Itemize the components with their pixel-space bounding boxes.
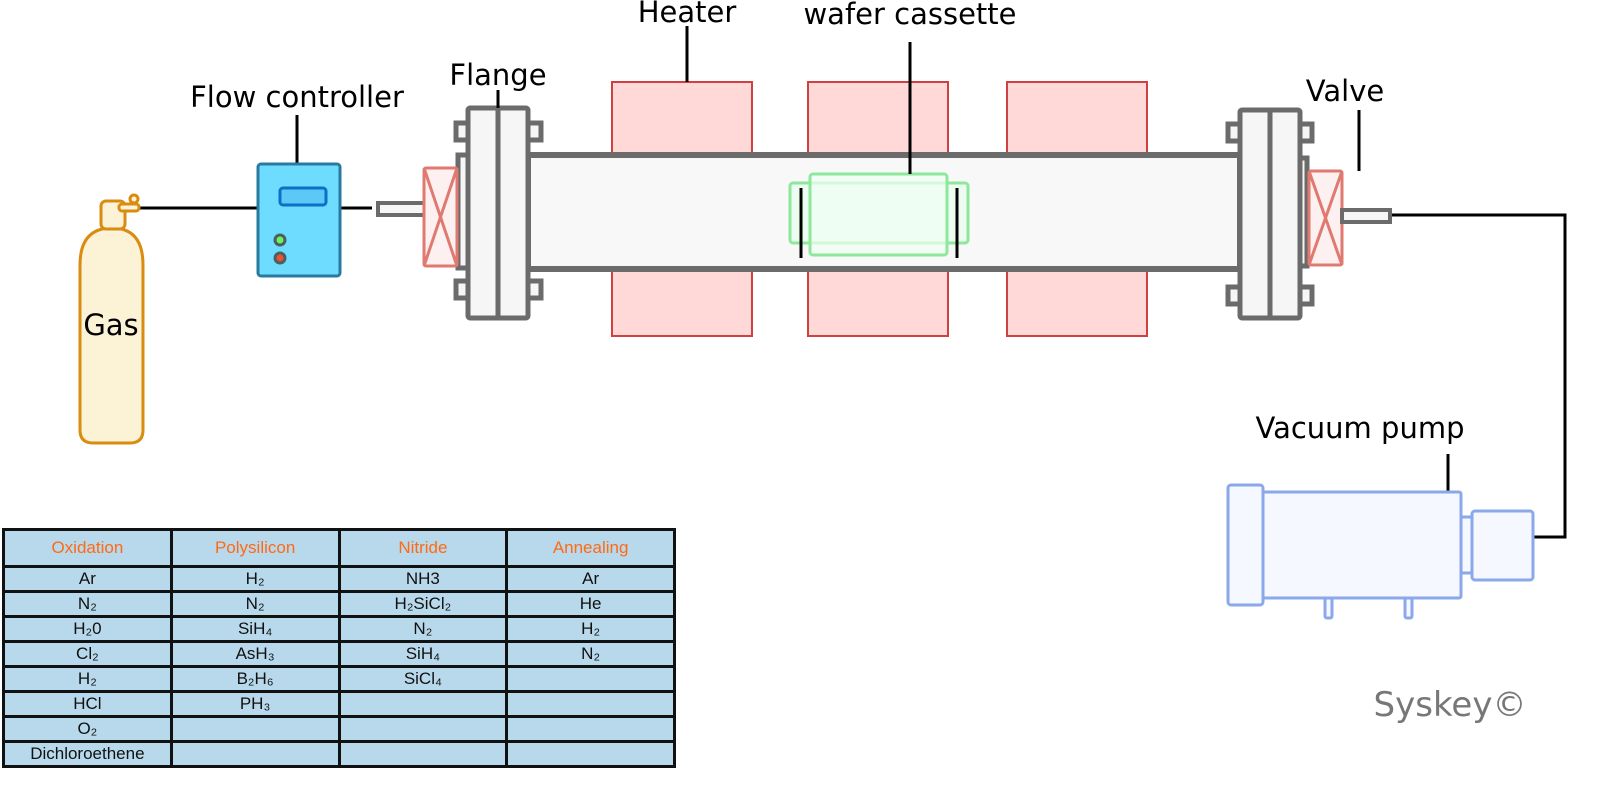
table-cell: SiCl₄ xyxy=(337,665,509,693)
table-cell: O₂ xyxy=(2,715,173,743)
table-cell: N₂ xyxy=(337,615,509,643)
table-cell: NH3 xyxy=(337,565,509,593)
table-cell: Ar xyxy=(505,565,676,593)
table-cell xyxy=(337,740,509,768)
table-cell: H₂SiCl₂ xyxy=(337,590,509,618)
flow-controller xyxy=(256,162,342,278)
column-header: Nitride xyxy=(337,528,509,568)
vacuum-pump-label: Vacuum pump xyxy=(1256,411,1465,445)
vacuum-pump xyxy=(1226,483,1535,620)
table-cell: HCl xyxy=(2,690,173,718)
left-flange xyxy=(453,105,544,321)
table-cell: N₂ xyxy=(169,590,341,618)
gas-label: Gas xyxy=(83,308,138,342)
outlet-valve xyxy=(1307,169,1344,267)
table-cell: AsH₃ xyxy=(169,640,341,668)
column-header: Annealing xyxy=(505,528,676,568)
table-cell: B₂H₆ xyxy=(169,665,341,693)
gas-cylinder xyxy=(78,193,145,445)
table-cell: He xyxy=(505,590,676,618)
table-cell: Dichloroethene xyxy=(2,740,173,768)
syskey-watermark: Syskey© xyxy=(1374,685,1527,725)
flange-label: Flange xyxy=(449,58,546,92)
table-cell: Cl₂ xyxy=(2,640,173,668)
inlet-tube xyxy=(376,201,428,217)
valve-label: Valve xyxy=(1306,74,1384,108)
table-row: O₂ xyxy=(2,715,676,743)
table-cell: PH₃ xyxy=(169,690,341,718)
table-cell: N₂ xyxy=(2,590,173,618)
table-cell xyxy=(505,665,676,693)
column-header: Polysilicon xyxy=(169,528,341,568)
table-cell xyxy=(337,690,509,718)
table-cell xyxy=(337,715,509,743)
table-cell: H₂ xyxy=(169,565,341,593)
table-cell: H₂ xyxy=(505,615,676,643)
table-row: Dichloroethene xyxy=(2,740,676,768)
table-cell: N₂ xyxy=(505,640,676,668)
table-cell xyxy=(169,715,341,743)
table-cell xyxy=(505,690,676,718)
table-cell: H₂ xyxy=(2,665,173,693)
inlet-valve xyxy=(422,166,459,268)
table-cell xyxy=(169,740,341,768)
outlet-tube xyxy=(1340,208,1392,224)
heater-label: Heater xyxy=(638,0,737,29)
column-header: Oxidation xyxy=(2,528,173,568)
table-cell: SiH₄ xyxy=(169,615,341,643)
table-cell: H₂0 xyxy=(2,615,173,643)
table-cell: Ar xyxy=(2,565,173,593)
wafer-cassette-label: wafer cassette xyxy=(803,0,1016,31)
right-flange xyxy=(1225,107,1315,321)
table-cell: SiH₄ xyxy=(337,640,509,668)
table-cell xyxy=(505,715,676,743)
wafer-cassette xyxy=(788,172,970,258)
flow-controller-label: Flow controller xyxy=(190,80,404,114)
table-cell xyxy=(505,740,676,768)
